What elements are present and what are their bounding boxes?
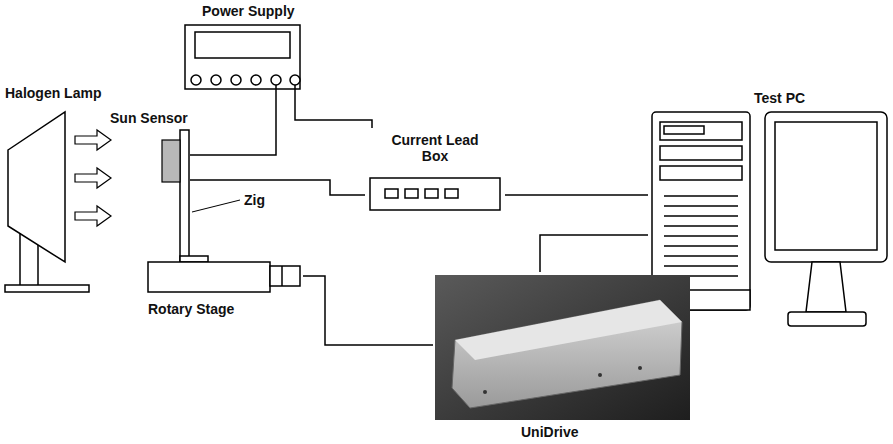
- unidrive-photo: [435, 275, 690, 420]
- wire: [303, 276, 433, 345]
- device-label: UniDrive: [521, 424, 579, 440]
- pc-monitor-drawing: [765, 112, 887, 326]
- sun-sensor-node: Sun Sensor: [108, 110, 190, 186]
- current-lead-box-node: Current Lead Box: [365, 128, 505, 213]
- rotary-stage-drawing: [148, 262, 300, 292]
- device-label: Power Supply: [202, 3, 295, 19]
- sun-sensor-drawing: [162, 140, 180, 182]
- jig-drawing: [180, 130, 208, 262]
- wire: [540, 235, 648, 272]
- unidrive-node: UniDrive: [433, 272, 693, 442]
- wire: [505, 194, 648, 196]
- wire: [190, 91, 276, 155]
- zig-leader-line: [192, 200, 240, 212]
- device-label: Current Lead Box: [382, 132, 488, 164]
- device-label: Rotary Stage: [148, 301, 234, 317]
- rotary-stage-node: Rotary Stage: [145, 255, 303, 323]
- power-supply-node: Power Supply: [180, 3, 302, 91]
- current-lead-box-drawing: [370, 178, 500, 210]
- part-label: Zig: [244, 192, 265, 208]
- test-pc-node: Test PC: [648, 88, 890, 333]
- wire: [190, 180, 365, 195]
- device-label: Halogen Lamp: [5, 85, 101, 101]
- halogen-lamp-node: Halogen Lamp: [3, 85, 113, 295]
- device-label: Sun Sensor: [110, 110, 188, 126]
- power-supply-drawing: [185, 25, 300, 91]
- wire: [295, 91, 372, 128]
- device-label: Test PC: [754, 90, 805, 106]
- light-ray-arrows: [75, 130, 111, 226]
